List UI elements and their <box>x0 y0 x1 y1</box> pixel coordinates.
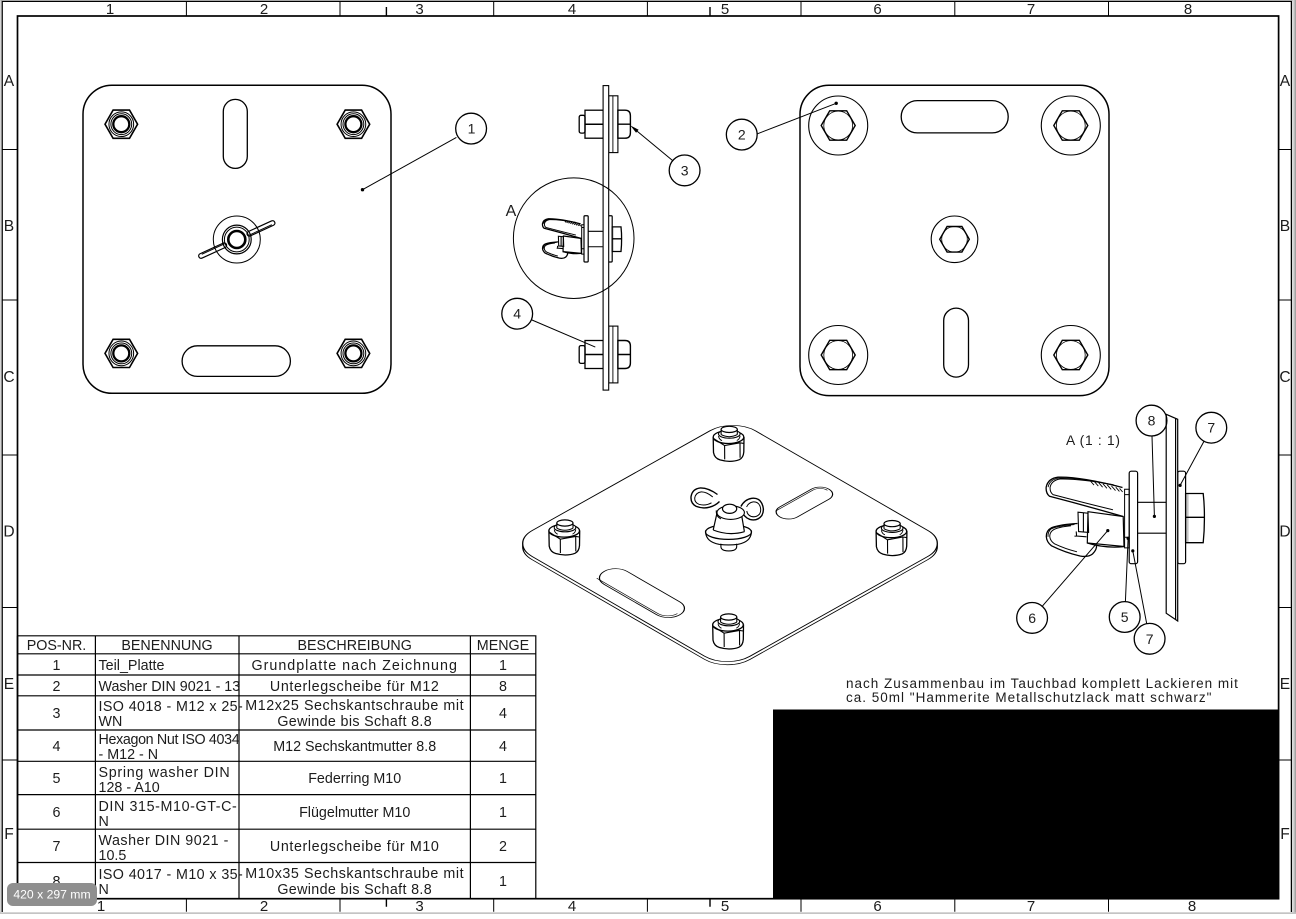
svg-text:1: 1 <box>106 1 114 18</box>
svg-text:D: D <box>1279 524 1290 541</box>
svg-text:4: 4 <box>53 739 61 755</box>
svg-text:E: E <box>4 676 14 693</box>
svg-text:420 x 297 mm: 420 x 297 mm <box>13 888 90 902</box>
svg-text:8: 8 <box>53 874 61 890</box>
svg-text:8: 8 <box>499 679 507 695</box>
svg-text:MENGE: MENGE <box>477 638 529 654</box>
svg-text:Unterlegscheibe für M12: Unterlegscheibe für M12 <box>270 679 440 695</box>
svg-text:POS-NR.: POS-NR. <box>27 638 87 654</box>
svg-text:F: F <box>1280 826 1290 843</box>
svg-text:N: N <box>99 814 109 830</box>
svg-text:- M12 - N: - M12 - N <box>99 747 159 763</box>
svg-text:2: 2 <box>260 898 268 914</box>
svg-text:Spring washer DIN: Spring washer DIN <box>99 765 231 781</box>
svg-text:ISO 4018 - M12 x 25-: ISO 4018 - M12 x 25- <box>99 699 244 715</box>
svg-text:Teil_Platte: Teil_Platte <box>99 658 165 674</box>
svg-text:8: 8 <box>1188 898 1196 914</box>
svg-text:B: B <box>1280 218 1290 235</box>
svg-text:Gewinde bis Schaft 8.8: Gewinde bis Schaft 8.8 <box>277 882 432 898</box>
svg-text:5: 5 <box>721 898 729 914</box>
svg-text:nach Zusammenbau im Tauchbad k: nach Zusammenbau im Tauchbad komplett La… <box>846 676 1239 691</box>
svg-text:128 - A10: 128 - A10 <box>99 780 160 796</box>
svg-text:WN: WN <box>99 714 123 730</box>
svg-text:2: 2 <box>738 127 746 143</box>
svg-text:2: 2 <box>499 839 507 855</box>
svg-text:ISO 4017 - M10 x 35-: ISO 4017 - M10 x 35- <box>99 867 244 883</box>
svg-text:Grundplatte nach Zeichnung: Grundplatte nach Zeichnung <box>251 658 457 674</box>
svg-text:2: 2 <box>53 679 61 695</box>
svg-text:3: 3 <box>415 1 423 18</box>
svg-text:Hexagon Nut ISO 4034: Hexagon Nut ISO 4034 <box>99 732 240 748</box>
svg-text:B: B <box>4 218 14 235</box>
svg-text:8: 8 <box>1148 413 1156 429</box>
svg-text:BENENNUNG: BENENNUNG <box>121 638 212 654</box>
svg-text:Unterlegscheibe für M10: Unterlegscheibe für M10 <box>270 839 440 855</box>
svg-text:4: 4 <box>513 306 521 322</box>
svg-text:7: 7 <box>1027 898 1035 914</box>
svg-text:Flügelmutter M10: Flügelmutter M10 <box>299 805 410 821</box>
svg-text:C: C <box>3 369 14 386</box>
svg-text:7: 7 <box>1146 631 1154 647</box>
svg-text:5: 5 <box>721 1 729 18</box>
svg-text:3: 3 <box>681 162 689 178</box>
svg-text:A: A <box>1280 73 1291 90</box>
svg-text:4: 4 <box>568 1 576 18</box>
svg-text:1: 1 <box>499 805 507 821</box>
svg-text:Federring M10: Federring M10 <box>308 771 401 787</box>
svg-text:8: 8 <box>1184 1 1192 18</box>
svg-text:4: 4 <box>568 898 576 914</box>
svg-text:3: 3 <box>53 706 61 722</box>
svg-text:DIN 315-M10-GT-C-: DIN 315-M10-GT-C- <box>99 799 238 815</box>
svg-text:Gewinde bis Schaft 8.8: Gewinde bis Schaft 8.8 <box>277 714 432 730</box>
svg-text:D: D <box>3 524 14 541</box>
svg-text:N: N <box>99 882 109 898</box>
svg-text:ca. 50ml "Hammerite Metallschu: ca. 50ml "Hammerite Metallschutzlack mat… <box>846 690 1212 705</box>
svg-text:A: A <box>506 203 517 220</box>
svg-text:F: F <box>4 826 14 843</box>
svg-text:1: 1 <box>53 658 61 674</box>
svg-text:Washer DIN 9021 -: Washer DIN 9021 - <box>99 833 229 849</box>
svg-text:E: E <box>1280 676 1290 693</box>
svg-text:A: A <box>4 73 15 90</box>
svg-text:2: 2 <box>260 1 268 18</box>
svg-text:6: 6 <box>53 805 61 821</box>
svg-text:7: 7 <box>53 839 61 855</box>
svg-text:1: 1 <box>97 898 105 914</box>
svg-text:7: 7 <box>1027 1 1035 18</box>
svg-text:4: 4 <box>499 739 507 755</box>
svg-text:1: 1 <box>468 121 476 137</box>
svg-text:6: 6 <box>1028 610 1036 626</box>
svg-text:6: 6 <box>873 1 881 18</box>
svg-text:4: 4 <box>499 706 507 722</box>
svg-text:6: 6 <box>873 898 881 914</box>
svg-text:C: C <box>1279 369 1290 386</box>
svg-text:A (1 : 1): A (1 : 1) <box>1066 433 1121 448</box>
svg-text:M10x35 Sechskantschraube mit: M10x35 Sechskantschraube mit <box>245 866 464 882</box>
svg-text:7: 7 <box>1207 420 1215 436</box>
svg-text:1: 1 <box>499 658 507 674</box>
svg-text:1: 1 <box>499 874 507 890</box>
svg-text:Washer DIN 9021 - 13: Washer DIN 9021 - 13 <box>99 679 241 695</box>
svg-text:3: 3 <box>415 898 423 914</box>
svg-text:M12x25 Sechskantschraube mit: M12x25 Sechskantschraube mit <box>245 698 464 714</box>
svg-text:10.5: 10.5 <box>99 848 127 864</box>
svg-text:1: 1 <box>499 771 507 787</box>
svg-text:BESCHREIBUNG: BESCHREIBUNG <box>297 638 411 654</box>
svg-text:M12 Sechskantmutter 8.8: M12 Sechskantmutter 8.8 <box>273 739 436 755</box>
svg-text:5: 5 <box>53 771 61 787</box>
svg-text:5: 5 <box>1121 609 1129 625</box>
